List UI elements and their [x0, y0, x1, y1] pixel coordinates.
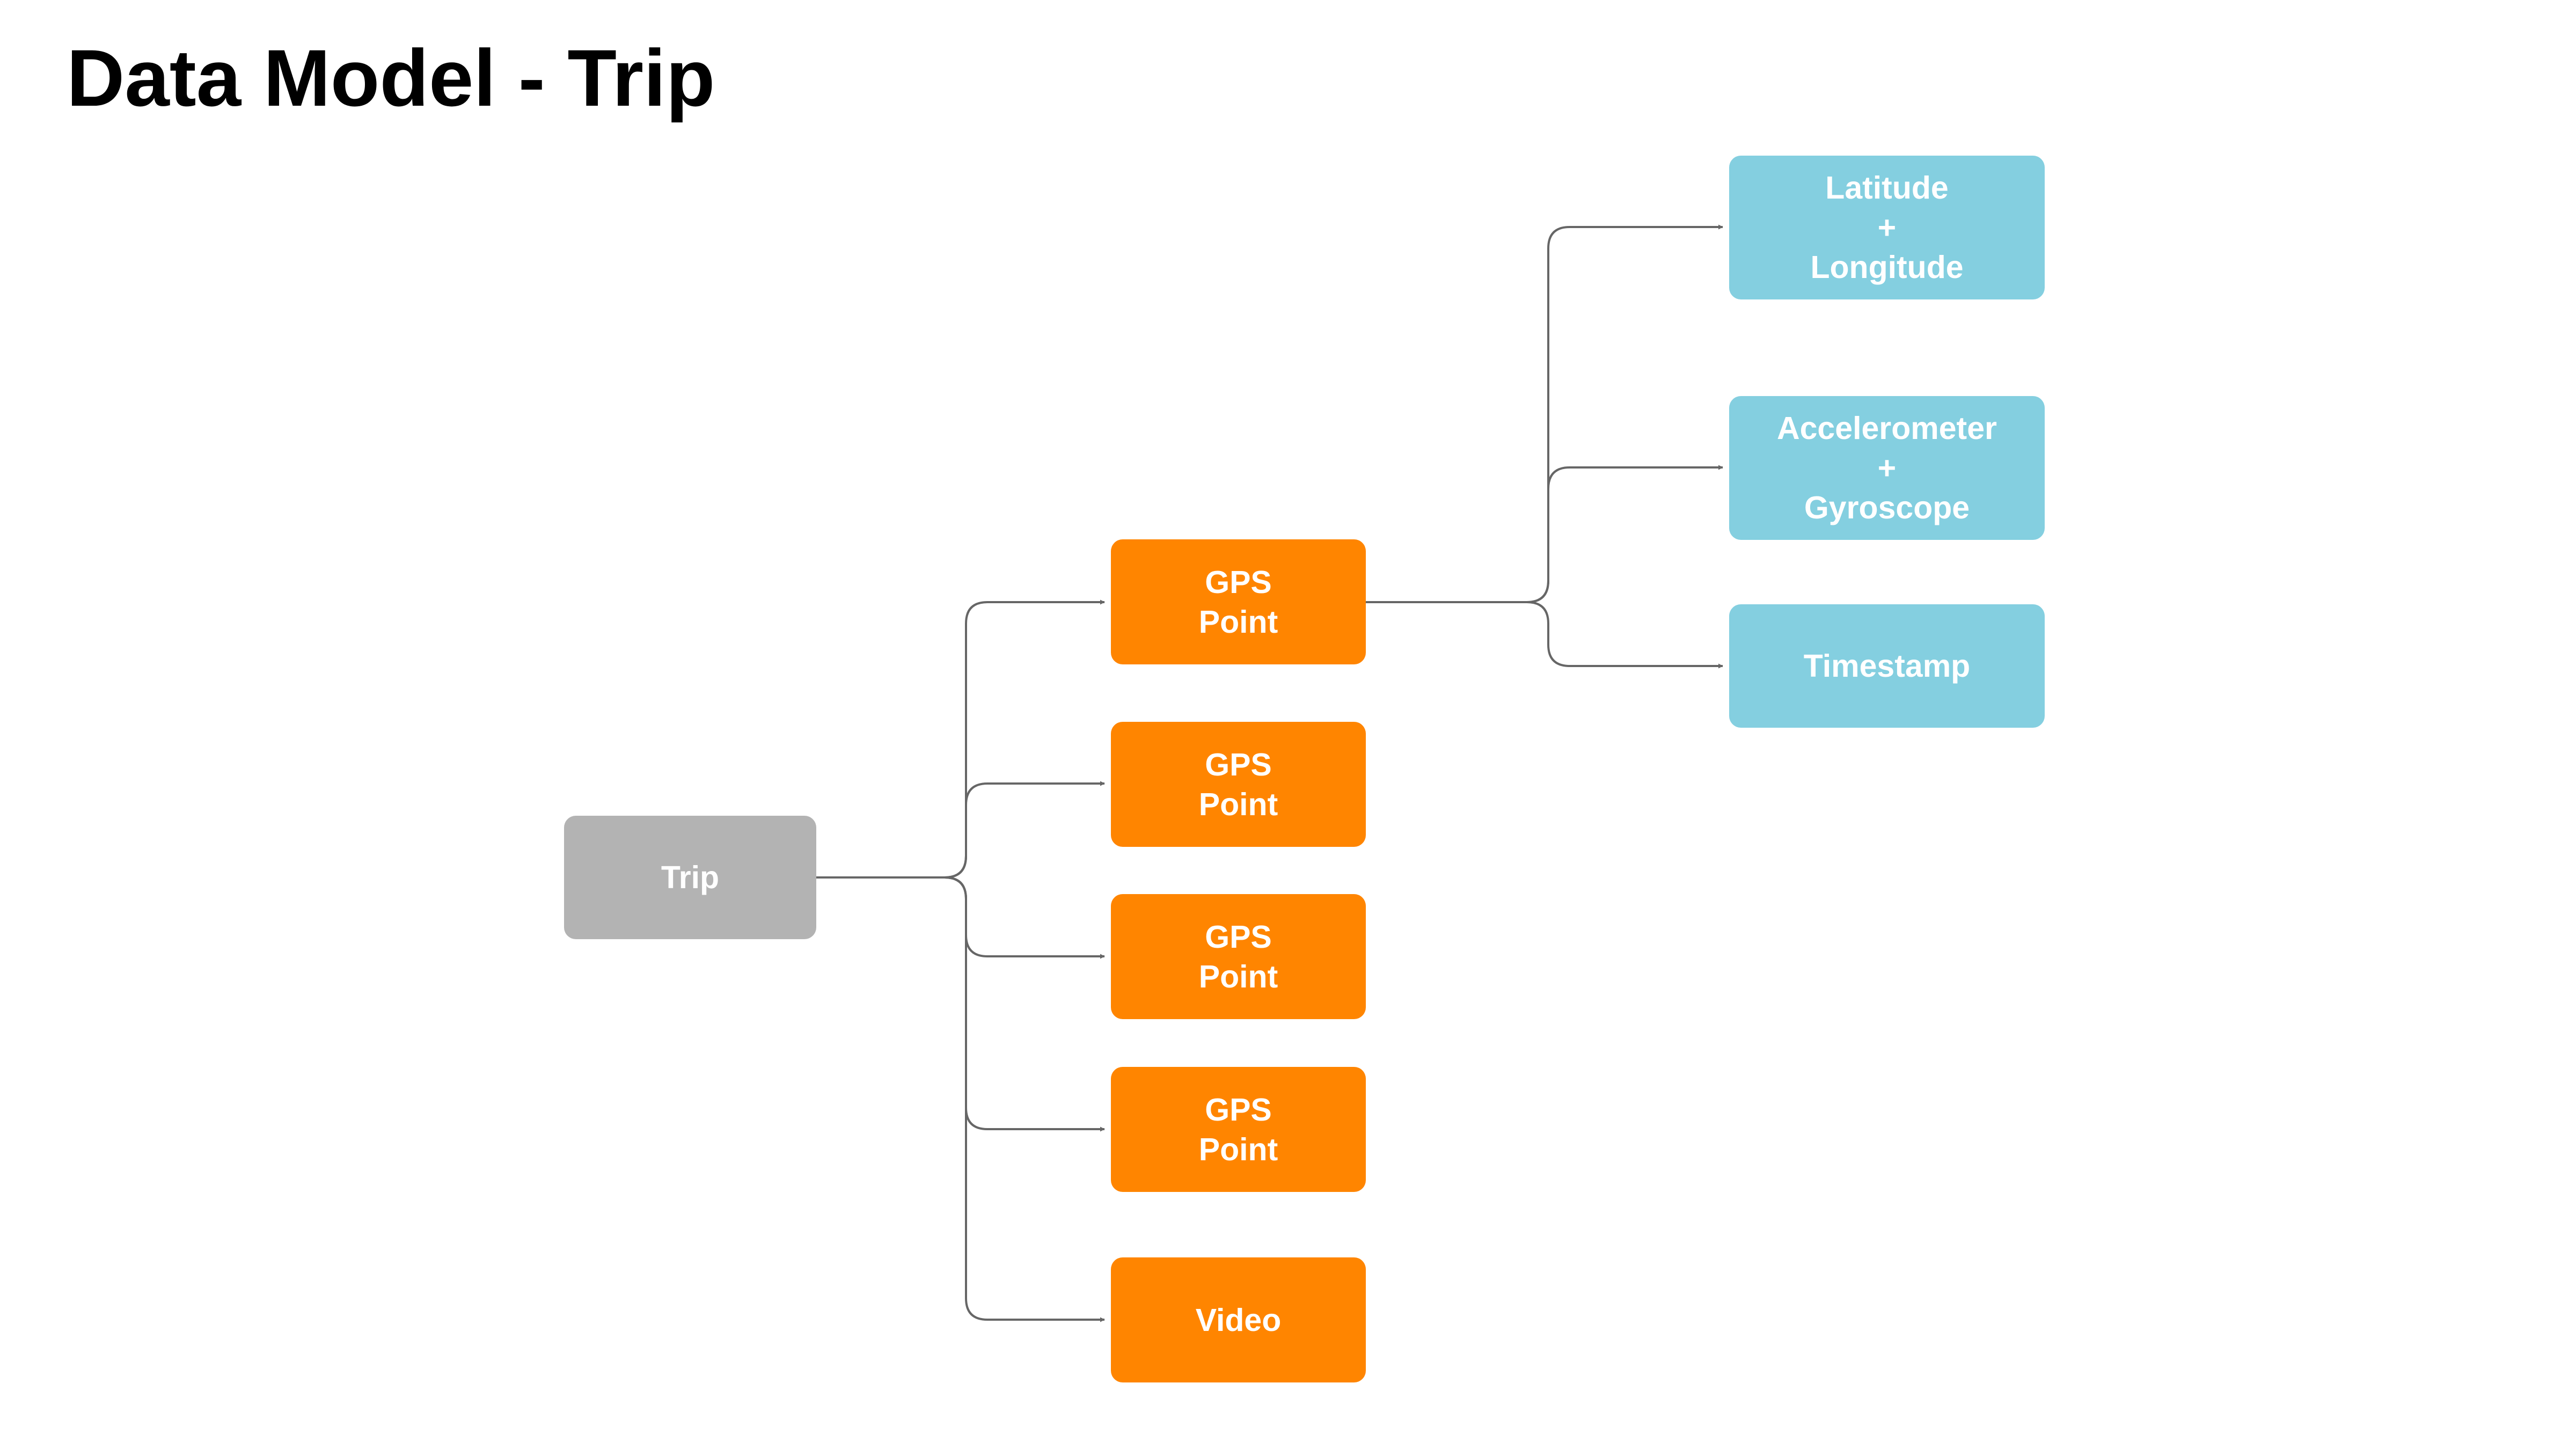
- edge-trip-gps-point-4: [816, 876, 1105, 1132]
- node-accel-gyro-line3: Gyroscope: [1804, 490, 1970, 525]
- node-trip-label: Trip: [661, 860, 720, 895]
- node-gps-point-4: GPS Point: [1111, 1067, 1366, 1192]
- node-accel-gyro-line2: +: [1877, 450, 1897, 486]
- node-gps-point-label: GPS: [1205, 1092, 1272, 1128]
- node-trip: Trip: [564, 816, 816, 939]
- node-latlng-line2: +: [1877, 210, 1897, 245]
- node-gps-point-label: GPS: [1205, 747, 1272, 782]
- node-gps-point-label: Point: [1198, 604, 1278, 640]
- node-gps-point-label: GPS: [1205, 919, 1272, 955]
- edge-trip-video: [816, 876, 1105, 1322]
- node-gps-point-1: GPS Point: [1111, 539, 1366, 664]
- node-latlng-line3: Longitude: [1810, 250, 1964, 285]
- node-gps-point-label: Point: [1198, 786, 1278, 822]
- node-gps-point-label: GPS: [1205, 564, 1272, 600]
- edge-gps-point-timestamp: [1366, 601, 1723, 669]
- node-gps-point-3: GPS Point: [1111, 894, 1366, 1019]
- edge-gps-point-accel-gyro: [1366, 465, 1723, 603]
- node-accel-gyro-line1: Accelerometer: [1777, 411, 1997, 446]
- edge-trip-gps-point-3: [816, 876, 1105, 959]
- node-gps-point-label: Point: [1198, 1131, 1278, 1167]
- node-latitude-longitude: Latitude + Longitude: [1729, 156, 2045, 299]
- edge-trip-gps-point-1: [816, 599, 1105, 879]
- node-latlng-line1: Latitude: [1825, 170, 1949, 206]
- node-timestamp: Timestamp: [1729, 604, 2045, 728]
- node-video: Video: [1111, 1257, 1366, 1382]
- node-accelerometer-gyroscope: Accelerometer + Gyroscope: [1729, 396, 2045, 540]
- page-title: Data Model - Trip: [67, 33, 715, 123]
- node-timestamp-label: Timestamp: [1803, 648, 1971, 684]
- edge-trip-gps-point-2: [816, 781, 1105, 879]
- node-gps-point-2: GPS Point: [1111, 722, 1366, 847]
- node-gps-point-label: Point: [1198, 958, 1278, 994]
- node-video-label: Video: [1195, 1302, 1282, 1338]
- edge-gps-point-latlng: [1366, 224, 1723, 603]
